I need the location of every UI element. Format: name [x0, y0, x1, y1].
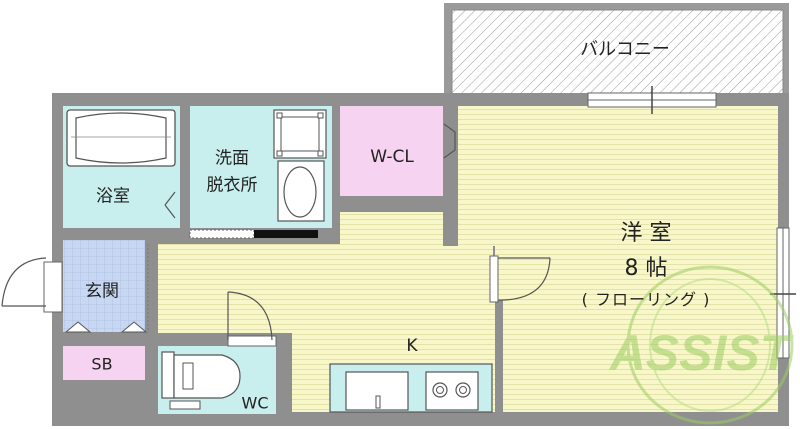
western-room-name: 洋 室 — [620, 221, 672, 246]
balcony-label: バルコニー — [580, 39, 670, 60]
entrance — [63, 240, 145, 332]
western-room-floor: ( フローリング ) — [581, 290, 711, 309]
wcl-label: W-CL — [370, 147, 414, 167]
bath-label: 浴室 — [96, 186, 130, 207]
shoe-box-label: SB — [91, 354, 113, 374]
kitchen-label: K — [406, 336, 418, 356]
assist-watermark: ASSIST — [608, 265, 795, 425]
washroom-label-line2: 脱衣所 — [206, 175, 258, 196]
toilet-tank-icon — [161, 351, 175, 399]
western-room — [458, 106, 778, 412]
watermark-text: ASSIST — [608, 325, 795, 381]
washroom-label-line1: 洗面 — [215, 148, 249, 169]
walk-in-closet — [340, 106, 443, 196]
kitchen-area — [158, 212, 495, 412]
western-room-size: 8 帖 — [624, 256, 668, 281]
entrance-label: 玄関 — [85, 281, 119, 302]
toilet-label: WC — [241, 393, 269, 413]
shoe-box — [63, 346, 145, 380]
